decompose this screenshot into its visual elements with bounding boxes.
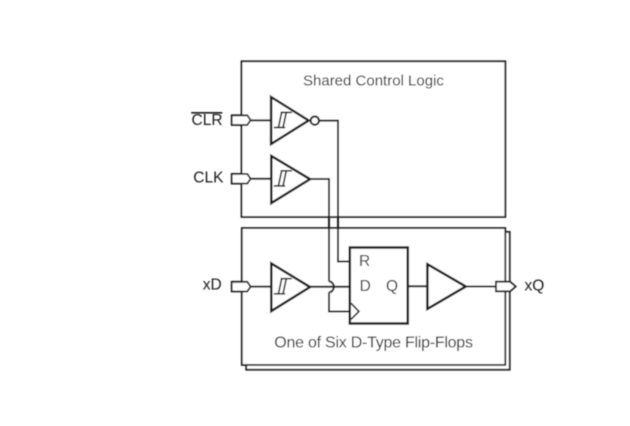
svg-text:R: R — [359, 253, 370, 270]
svg-text:Shared Control Logic: Shared Control Logic — [303, 72, 444, 89]
svg-text:xD: xD — [203, 277, 222, 294]
svg-text:CLK: CLK — [193, 169, 224, 186]
svg-text:D: D — [360, 278, 371, 295]
svg-text:One of Six D-Type Flip-Flops: One of Six D-Type Flip-Flops — [274, 335, 473, 352]
svg-text:CLR: CLR — [192, 112, 223, 129]
svg-text:Q: Q — [386, 278, 398, 295]
svg-text:xQ: xQ — [525, 278, 545, 295]
